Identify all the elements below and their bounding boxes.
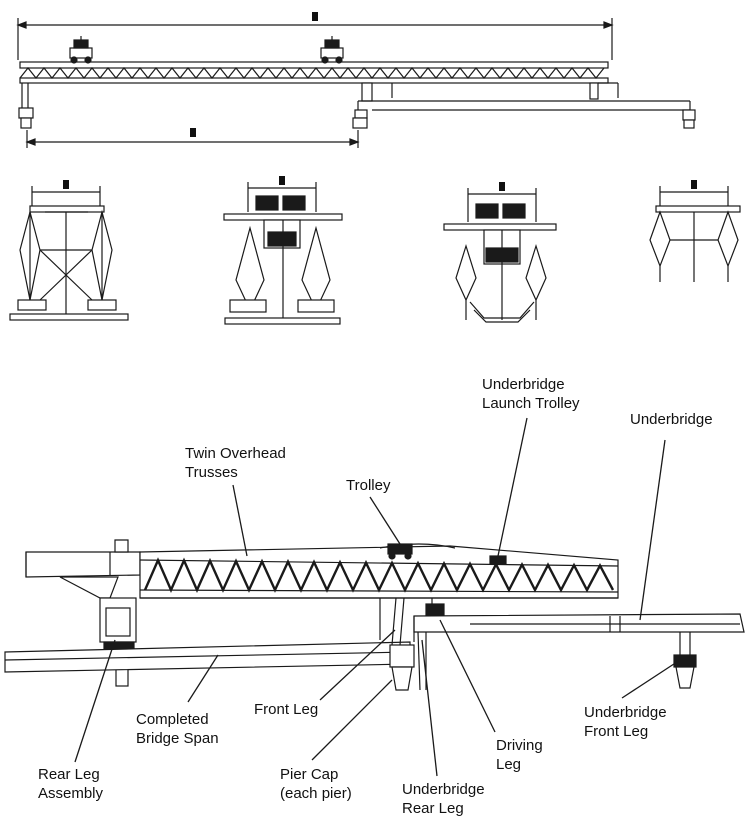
leader-underbridge-front-leg	[621, 659, 681, 699]
leader-underbridge	[639, 439, 666, 621]
leader-front-leg	[319, 629, 396, 701]
label-completed-bridge-span: Completed Bridge Span	[136, 711, 219, 747]
underbridge-beam	[413, 613, 745, 642]
leader-launch-trolley	[497, 417, 528, 557]
cross-section-4	[649, 186, 741, 282]
label-underbridge: Underbridge	[630, 411, 713, 428]
label-front-leg: Front Leg	[254, 701, 319, 718]
label-underbridge-front-leg: Underbridge Front Leg	[584, 704, 667, 740]
rear-leg-assembly	[99, 597, 137, 687]
label-rear-leg-assembly: Rear Leg Assembly	[38, 766, 104, 802]
span-dimension-line	[25, 130, 360, 148]
elevation-driving-leg	[589, 82, 619, 100]
rear-cantilever	[25, 539, 151, 599]
dim-tag-span	[190, 128, 196, 137]
dim-tag-section-4	[691, 180, 697, 189]
elevation-underbridge	[357, 100, 696, 129]
label-underbridge-launch-trolley: Underbridge Launch Trolley	[482, 376, 580, 412]
label-driving-leg: Driving Leg	[496, 737, 543, 773]
leader-lines	[74, 417, 681, 777]
completed-bridge-span	[4, 641, 411, 673]
main-truss	[139, 543, 619, 599]
cross-section-3	[443, 188, 557, 323]
top-trolley-right	[320, 36, 344, 64]
trolley-assembly	[387, 543, 413, 560]
leader-completed-span	[187, 654, 219, 703]
elevation-view	[16, 18, 696, 148]
label-underbridge-rear-leg: Underbridge Rear Leg	[402, 781, 485, 817]
dim-tag-section-1	[63, 180, 69, 189]
front-leg-assembly	[379, 597, 415, 691]
top-trolley-left	[69, 36, 93, 64]
leader-twin-trusses	[232, 484, 248, 557]
overall-dimension-line	[16, 18, 614, 60]
launch-trolley-assembly	[489, 555, 507, 565]
elevation-front-leg	[352, 82, 393, 129]
label-trolley: Trolley	[346, 477, 391, 494]
underbridge-front-leg	[673, 632, 697, 689]
cross-section-1	[9, 186, 129, 321]
leader-underbridge-rear-leg	[421, 639, 438, 777]
cross-section-2	[223, 182, 343, 325]
label-pier-cap: Pier Cap (each pier)	[280, 766, 352, 802]
label-twin-overhead-trusses: Twin Overhead Trusses	[185, 445, 286, 481]
leader-trolley	[369, 496, 401, 545]
leader-driving-leg	[439, 619, 496, 733]
leader-rear-leg	[74, 639, 116, 763]
main-truss-elevation	[19, 61, 609, 84]
main-assembly-drawing	[4, 539, 745, 691]
dim-tag-section-2	[279, 176, 285, 185]
leader-pier-cap	[311, 679, 393, 761]
elevation-rear-leg	[18, 83, 34, 129]
dim-tag-overall	[312, 12, 318, 21]
dim-tag-section-3	[499, 182, 505, 191]
